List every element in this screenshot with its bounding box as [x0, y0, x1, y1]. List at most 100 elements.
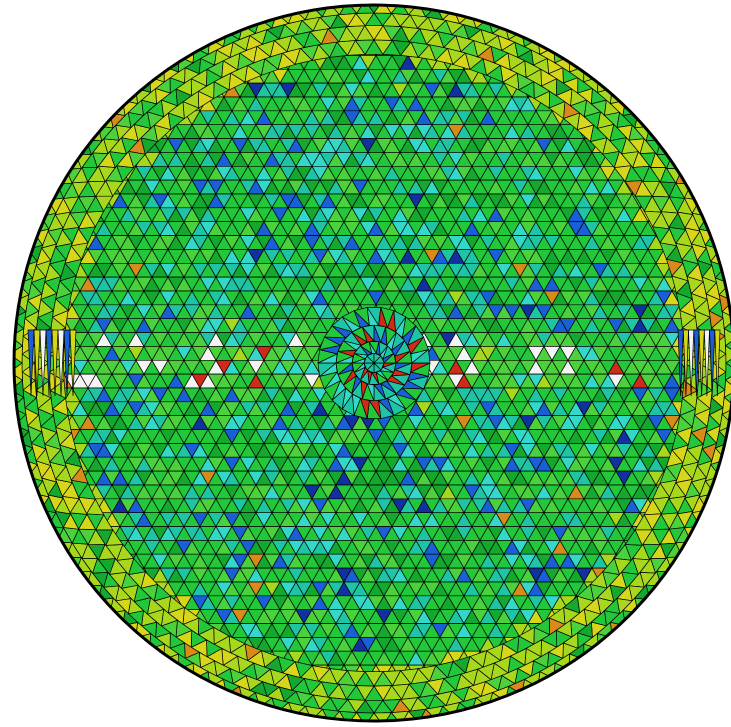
mesh-triangle: [47, 165, 65, 181]
mesh-triangle: [519, 13, 537, 29]
mesh-triangle: [447, 719, 465, 722]
mesh-triangle: [0, 333, 8, 347]
mesh-triangle: [151, 55, 169, 71]
mesh-triangle: [455, 4, 473, 15]
mesh-triangle: [631, 96, 649, 112]
mesh-triangle: [303, 719, 321, 722]
mesh-triangle: [455, 720, 473, 722]
mesh-triangle: [279, 720, 297, 722]
mesh-triangle: [663, 581, 681, 597]
mesh-triangle: [703, 512, 721, 528]
mesh-triangle: [111, 82, 129, 98]
mesh-triangle: [663, 138, 681, 154]
mesh-triangle: [13, 290, 17, 306]
mesh-triangle: [13, 276, 17, 292]
mesh-triangle: [583, 55, 601, 71]
mesh-triangle: [399, 719, 417, 722]
mesh-triangle: [607, 636, 625, 652]
mesh-triangle: [591, 650, 609, 666]
mesh-triangle: [519, 692, 537, 708]
mesh-triangle: [143, 650, 161, 666]
mesh-triangle: [0, 346, 8, 360]
mesh-triangle: [127, 636, 145, 652]
mesh-triangle: [23, 512, 41, 527]
mesh-triangle: [13, 262, 17, 278]
mesh-triangle: [13, 443, 25, 458]
mesh-triangle: [119, 68, 137, 84]
mesh-triangle: [711, 498, 729, 514]
mesh-triangle: [655, 595, 673, 611]
mesh-triangle: [215, 13, 233, 29]
mesh-triangle: [543, 678, 561, 694]
mesh-triangle: [13, 456, 25, 472]
mesh-triangle: [543, 26, 561, 42]
mesh-triangle: [687, 540, 705, 555]
mesh-triangle: [423, 720, 441, 722]
mesh-triangle: [559, 41, 577, 57]
mesh-triangle: [463, 4, 481, 15]
mesh-triangle: [13, 249, 25, 265]
mesh-triangle: [0, 402, 8, 416]
mesh-triangle: [535, 692, 553, 708]
mesh-triangle: [695, 526, 713, 542]
mesh-triangle: [255, 706, 273, 722]
mesh-triangle: [159, 664, 177, 680]
mesh-triangle: [39, 165, 57, 181]
mesh-triangle: [719, 484, 731, 500]
mesh-triangle: [0, 416, 8, 430]
mesh-triangle: [13, 442, 17, 458]
mesh-triangle: [15, 484, 33, 500]
mesh-triangle: [415, 719, 433, 722]
mesh-triangle: [511, 692, 529, 708]
mesh-triangle: [175, 26, 193, 42]
mesh-triangle: [271, 4, 289, 15]
mesh-triangle: [575, 664, 593, 680]
mesh-triangle: [127, 68, 145, 84]
mesh-triangle: [13, 262, 25, 278]
mesh-triangle: [503, 13, 521, 29]
mesh-triangle: [431, 719, 449, 722]
mesh-triangle: [13, 415, 17, 430]
mesh-triangle: [703, 207, 721, 223]
mesh-triangle: [31, 193, 49, 209]
mesh-triangle: [471, 4, 489, 15]
mesh-triangle: [135, 650, 153, 666]
mesh-triangle: [239, 4, 257, 15]
mesh-triangle: [79, 595, 97, 611]
mesh-triangle: [263, 720, 281, 722]
mesh-triangle: [679, 553, 697, 569]
mesh-triangle: [39, 179, 57, 195]
mesh-triangle: [663, 123, 681, 139]
mesh-triangle: [0, 360, 8, 374]
mesh-triangle: [199, 692, 217, 708]
mesh-triangle: [711, 221, 729, 237]
mesh-triangle: [39, 539, 57, 555]
mesh-triangle: [119, 637, 137, 652]
mesh-triangle: [175, 41, 193, 57]
mesh-triangle: [79, 110, 97, 126]
mesh-triangle: [623, 82, 641, 98]
mesh-triangle: [13, 318, 17, 334]
mesh-triangle: [567, 664, 585, 680]
mesh-triangle: [623, 623, 641, 639]
mesh-triangle: [279, 4, 297, 15]
mesh-triangle: [479, 706, 497, 722]
mesh-triangle: [103, 96, 121, 112]
mesh-triangle: [183, 678, 201, 694]
mesh-triangle: [87, 609, 105, 625]
mesh-triangle: [511, 13, 529, 29]
mesh-triangle: [207, 692, 225, 708]
mesh-triangle: [231, 13, 249, 29]
mesh-triangle: [143, 54, 161, 70]
mesh-triangle: [175, 678, 193, 694]
mesh-triangle: [479, 4, 497, 15]
mesh-triangle: [551, 678, 569, 694]
mesh-triangle: [0, 388, 8, 402]
mesh-triangle: [559, 678, 577, 694]
mesh-triangle: [87, 110, 105, 126]
mesh-triangle: [527, 692, 545, 708]
mesh-triangle: [0, 305, 8, 319]
mesh-triangle: [13, 304, 17, 320]
